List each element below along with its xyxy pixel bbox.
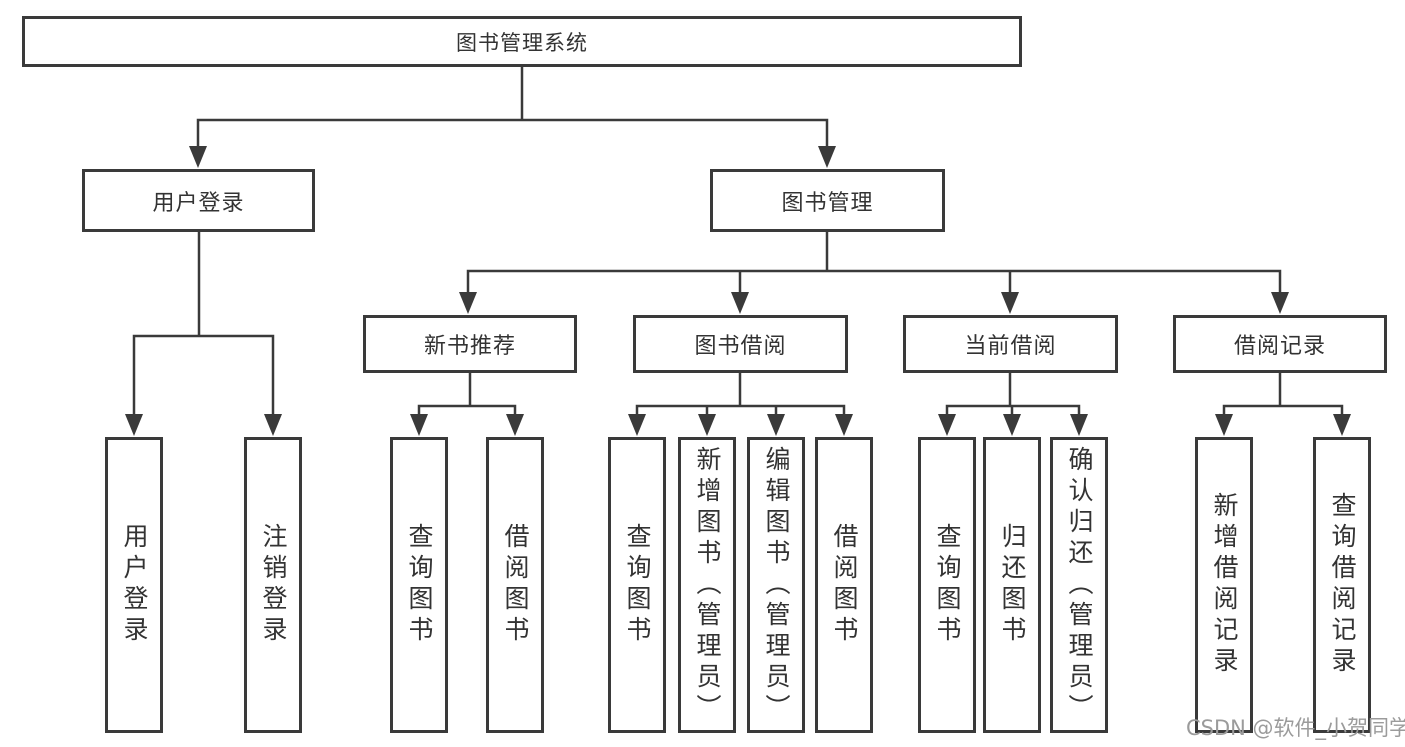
node-current-borrowing: 当前借阅: [903, 315, 1118, 373]
leaf-logout-label: 注销登录: [259, 523, 288, 647]
leaf-borrow-book: 借阅图书: [815, 437, 873, 733]
node-user-login-label: 用户登录: [152, 190, 245, 216]
node-book-borrowing: 图书借阅: [633, 315, 848, 373]
node-book-borrowing-label: 图书借阅: [694, 334, 787, 359]
leaf-newbooks-query-label: 查询图书: [405, 523, 434, 647]
node-library-system: 图书管理系统: [22, 16, 1022, 67]
leaf-user-login: 用户登录: [105, 437, 163, 733]
leaf-newbooks-borrow: 借阅图书: [486, 437, 544, 733]
leaf-current-return: 归还图书: [983, 437, 1041, 733]
leaf-newbooks-query: 查询图书: [390, 437, 448, 733]
node-user-login: 用户登录: [82, 169, 315, 232]
leaf-borrow-query-label: 查询图书: [623, 523, 652, 647]
node-book-management-label: 图书管理: [781, 190, 874, 216]
leaf-logout: 注销登录: [244, 437, 302, 733]
node-current-borrowing-label: 当前借阅: [964, 334, 1057, 359]
leaf-current-query-label: 查询图书: [933, 523, 962, 647]
leaf-current-confirm-admin: 确认归还（管理员）: [1050, 437, 1108, 733]
leaf-records-add-label: 新增借阅记录: [1210, 492, 1239, 678]
node-borrowing-records-label: 借阅记录: [1233, 334, 1326, 359]
leaf-borrow-add-admin-label: 新增图书（管理员）: [693, 445, 722, 725]
node-new-book-recommend: 新书推荐: [363, 315, 577, 373]
leaf-records-query-label: 查询借阅记录: [1328, 492, 1357, 678]
leaf-borrow-edit-admin: 编辑图书（管理员）: [747, 437, 805, 733]
leaf-records-query: 查询借阅记录: [1313, 437, 1371, 733]
node-borrowing-records: 借阅记录: [1173, 315, 1387, 373]
leaf-current-confirm-admin-label: 确认归还（管理员）: [1065, 445, 1094, 725]
leaf-current-return-label: 归还图书: [998, 523, 1027, 647]
leaf-borrow-query: 查询图书: [608, 437, 666, 733]
node-new-book-recommend-label: 新书推荐: [423, 334, 516, 359]
leaf-newbooks-borrow-label: 借阅图书: [501, 523, 530, 647]
node-library-system-label: 图书管理系统: [456, 30, 588, 55]
leaf-records-add: 新增借阅记录: [1195, 437, 1253, 733]
leaf-user-login-label: 用户登录: [120, 523, 149, 647]
leaf-borrow-edit-admin-label: 编辑图书（管理员）: [762, 445, 791, 725]
leaf-borrow-book-label: 借阅图书: [830, 523, 859, 647]
leaf-borrow-add-admin: 新增图书（管理员）: [678, 437, 736, 733]
leaf-current-query: 查询图书: [918, 437, 976, 733]
watermark: CSDN @软件_小贺同学: [1186, 716, 1405, 740]
node-book-management: 图书管理: [710, 169, 945, 232]
